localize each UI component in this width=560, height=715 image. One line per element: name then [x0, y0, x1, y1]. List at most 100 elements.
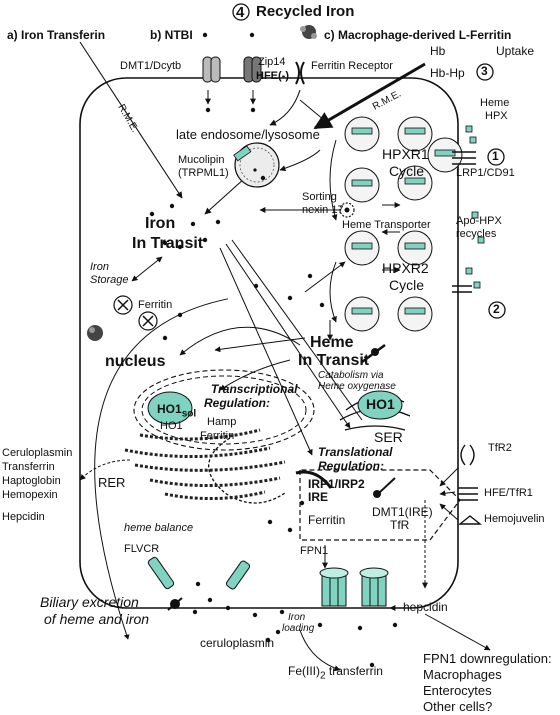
hpxr2-label: HPXR2: [382, 260, 429, 276]
fe-transferrin-label: Fe(III)2 transferrin: [288, 665, 383, 682]
hb-hp-label: Hb-Hp: [430, 66, 465, 80]
downregulation-macrophages: Macrophages: [423, 667, 502, 682]
translational-box: [299, 469, 461, 541]
endosome-label: late endosome/lysosome: [176, 127, 320, 142]
secreted-hepcidin: Hepcidin: [2, 511, 45, 523]
iron-atom-dots: [149, 32, 398, 668]
hpxr2-marker-number: 2: [493, 302, 500, 316]
nucleolus-ho1: [147, 391, 193, 425]
secreted-transferrin: Transferrin: [2, 461, 55, 473]
fpn1-transporters: [319, 567, 389, 607]
iron-loading-label: Iron: [288, 612, 306, 623]
secreted-haptoglobin: Haptoglobin: [2, 475, 61, 487]
sorting-nexin-icon: [339, 202, 355, 218]
hpxr2-cycle-label: Cycle: [389, 277, 425, 293]
lysosome-vesicle: [233, 142, 280, 188]
flvcr-transporter: [147, 556, 175, 590]
ho1-ser-label: HO1: [366, 396, 395, 412]
hemojuvelin-label: Hemojuvelin: [484, 513, 545, 525]
transcriptional-label: Transcriptional: [211, 382, 298, 396]
trpml1-label: (TRPML1): [178, 167, 229, 179]
tfr2-label: TfR2: [488, 442, 512, 454]
lrp1-receptor: [452, 151, 476, 293]
recycled-iron-title: Recycled Iron: [256, 3, 355, 20]
hfe-label: HFE(-): [256, 70, 289, 82]
source-ntbi: b) NTBI: [150, 28, 193, 42]
lrp1-label: LRP1/CD91: [456, 167, 515, 179]
nucleus-outer: [133, 369, 315, 451]
nucleus-label: nucleus: [105, 353, 166, 370]
right-receptors: [458, 444, 482, 525]
heme-transit-label: Heme: [310, 334, 354, 351]
ho1-sol-sub: sol: [181, 408, 197, 420]
apo-hpx-recycles-label: recycles: [456, 228, 497, 240]
hpxr1-marker: [487, 148, 505, 166]
ho1-nucleus-label: HO1: [160, 420, 183, 432]
heme-transporter-label: Heme Transporter: [342, 219, 431, 231]
source-iron-transferrin: a) Iron Transferin: [7, 28, 106, 42]
hfe-tfr1-label: HFE/TfR1: [484, 487, 533, 499]
ire-label: IRE: [308, 490, 329, 504]
ferritin-receptor-label: Ferritin Receptor: [311, 60, 393, 72]
recycled-iron-marker: [232, 3, 250, 21]
hpx-label: HPX: [485, 110, 508, 122]
heme-in-transit-label: In Transit: [298, 352, 370, 369]
hpx-receptor-marks: [351, 125, 485, 315]
dmt1-ire-label: DMT1(IRE): [372, 505, 433, 519]
nucleus-inner: [141, 375, 307, 445]
heme-oxygenase-label: Heme oxygenase: [318, 381, 396, 392]
hpxr1-cycle-label: Cycle: [389, 163, 425, 179]
biliary-label-2: of heme and iron: [44, 611, 150, 627]
apo-hpx-label: Apo-HPX: [456, 215, 502, 227]
iron-storage-label-2: Storage: [90, 274, 129, 286]
nucleus-ferritin-label: Ferritin: [200, 430, 235, 442]
catabolism-label: Catabolism via: [318, 370, 384, 381]
secreted-ceruloplasmin: Ceruloplasmin: [2, 447, 73, 459]
source-macrophage-ferritin: c) Macrophage-derived L-Ferritin: [324, 28, 512, 42]
fpn1-label: FPN1: [300, 545, 329, 557]
fe-sub: 2: [320, 670, 326, 682]
iron-transit-label: Iron: [145, 215, 176, 232]
flvcr-label: FLVCR: [124, 543, 160, 555]
rer-label: RER: [98, 475, 126, 490]
ferritin-cluster-icon: [300, 25, 317, 39]
heme-balance-label: heme balance: [124, 522, 194, 534]
ho1-ser-blob: [357, 390, 403, 420]
iron-loading-label-2: loading: [282, 623, 315, 634]
secreted-hemopexin: Hemopexin: [2, 489, 58, 501]
dmt1-dcytb-label: DMT1/Dcytb: [120, 60, 182, 72]
rer-membranes: [124, 428, 286, 501]
ser-label: SER: [374, 429, 403, 445]
iron-storage-ferritin-icons: [87, 295, 158, 341]
sorting-nexin-label: Sorting: [302, 191, 337, 203]
fe-text: Fe(III): [288, 664, 320, 678]
ho1-sol-label: HO1sol: [157, 403, 196, 420]
zip14-label: Zip14: [258, 56, 286, 68]
heme-label: Heme: [480, 97, 510, 109]
hpxr1-label: HPXR1: [382, 146, 429, 162]
zip14-transporter: [243, 56, 262, 83]
translational-label: Translational: [318, 445, 393, 459]
dmt1-transporter: [202, 56, 221, 83]
sorting-nexin-17-label: nexin 17: [302, 204, 344, 216]
hpxr1-marker-number: 1: [492, 149, 499, 163]
translational-ferritin-label: Ferritin: [308, 513, 346, 527]
hepcidin-bottom-label: hepcidin: [403, 600, 448, 614]
hb-label: Hb: [430, 44, 446, 58]
fe-suffix: transferrin: [325, 664, 383, 678]
tfr-label: TfR: [390, 518, 410, 532]
uptake-number: 3: [481, 64, 488, 78]
uptake-marker: [476, 63, 494, 81]
downregulation-other: Other cells?: [423, 699, 493, 714]
irp-label: IRP1/IRP2: [308, 477, 365, 491]
ho1-sol-text: HO1: [157, 402, 182, 416]
recycled-iron-number: 4: [236, 4, 245, 21]
iron-in-transit-label: In Transit: [132, 235, 204, 252]
ferritin-receptor: [295, 61, 305, 85]
iron-ferritin-label: Ferritin: [138, 299, 173, 311]
flvcr-transporter-2: [225, 560, 251, 590]
biliary-label: Biliary excretion: [40, 594, 139, 610]
fpn1-downregulation-label: FPN1 downregulation:: [423, 651, 552, 666]
cell-membrane: [79, 77, 459, 609]
